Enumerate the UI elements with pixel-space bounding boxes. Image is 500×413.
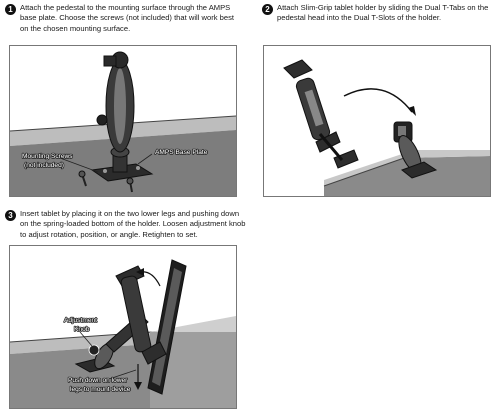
callout-push-line-1: Push down on lower: [68, 377, 128, 384]
step-2-line-2: pedestal head into the Dual T-Slots of t…: [277, 13, 442, 23]
step-2-illustration: [263, 45, 491, 197]
step-1-number: 1: [5, 4, 16, 15]
step-3-instructions: Insert tablet by placing it on the two l…: [20, 209, 250, 240]
step-1-illustration: Mounting Screws (not included) AMPS Base…: [9, 45, 237, 197]
step-2-instructions: Attach Slim-Grip tablet holder by slidin…: [277, 3, 499, 24]
step-3-line-1: Insert tablet by placing it on the two l…: [20, 209, 240, 218]
step-3-illustration: Adjustment Knob Push down on lower legs …: [9, 245, 237, 409]
callout-push-line-2: legs to mount device: [70, 386, 131, 393]
base-plate-leader: [137, 153, 153, 165]
pedestal-head: [393, 121, 438, 179]
step-3-line-3: to adjust rotation, position, or angle. …: [20, 229, 198, 239]
slim-grip-holder: [283, 59, 359, 169]
arrow: [343, 88, 413, 113]
callout-base-plate: AMPS Base Plate: [155, 149, 208, 156]
step-1-line-2: base plate. Choose the screws (not inclu…: [20, 13, 234, 23]
step-1-line-1: Attach the pedestal to the mounting surf…: [20, 3, 231, 12]
step-2-line-1: Attach Slim-Grip tablet holder by slidin…: [277, 3, 489, 12]
holder-with-tablet: [115, 259, 187, 395]
step-1: 1 Attach the pedestal to the mounting su…: [0, 0, 250, 200]
mounting-screws: [78, 170, 134, 193]
callout-knob-line-1: Adjustment: [64, 317, 97, 324]
callout-screws-line-2: (not included): [24, 162, 64, 169]
step-1-instructions: Attach the pedestal to the mounting surf…: [20, 3, 250, 34]
step-3-number: 3: [5, 210, 16, 221]
step-1-line-3: on the chosen mounting surface.: [20, 23, 131, 33]
step-2: 2 Attach Slim-Grip tablet holder by slid…: [250, 0, 500, 200]
step-2-number: 2: [262, 4, 273, 15]
callout-screws-line-1: Mounting Screws: [22, 153, 73, 160]
step-3-line-2: on the spring-loaded bottom of the holde…: [20, 219, 246, 229]
step-3: 3 Insert tablet by placing it on the two…: [0, 205, 250, 413]
adjustment-knob: [88, 344, 100, 356]
screws-leader: [59, 157, 99, 173]
callout-knob-line-2: Knob: [74, 326, 90, 333]
mount-arm: [96, 51, 135, 153]
